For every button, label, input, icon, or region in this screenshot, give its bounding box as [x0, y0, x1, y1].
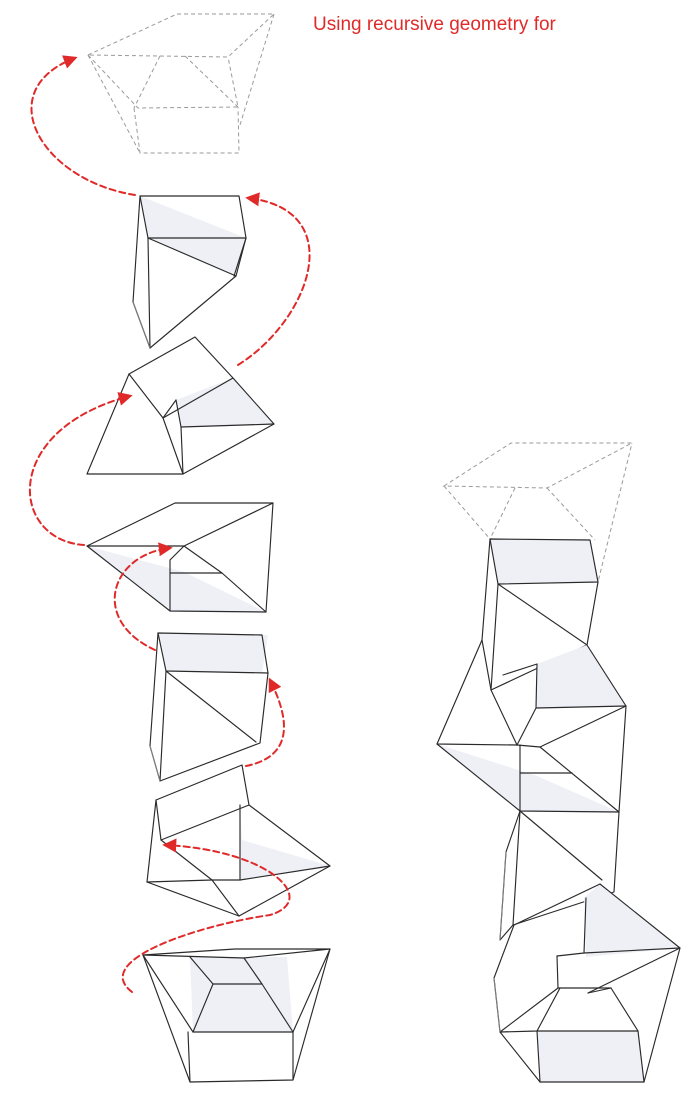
- arrow-5-to-6: [238, 198, 310, 365]
- unit-1: [143, 949, 330, 1082]
- arrow-4-to-5: [30, 396, 130, 545]
- unit-3: [150, 633, 268, 781]
- arrow-2-to-3: [246, 680, 284, 766]
- unit-6: [133, 196, 246, 348]
- ghost-next-unit: [88, 14, 274, 153]
- assembled-stack: [437, 443, 680, 1082]
- diagram-title: Using recursive geometry for: [313, 14, 557, 35]
- arrow-6-to-ghost: [31, 58, 135, 195]
- unit-2: [147, 765, 330, 916]
- unit-5: [87, 337, 274, 474]
